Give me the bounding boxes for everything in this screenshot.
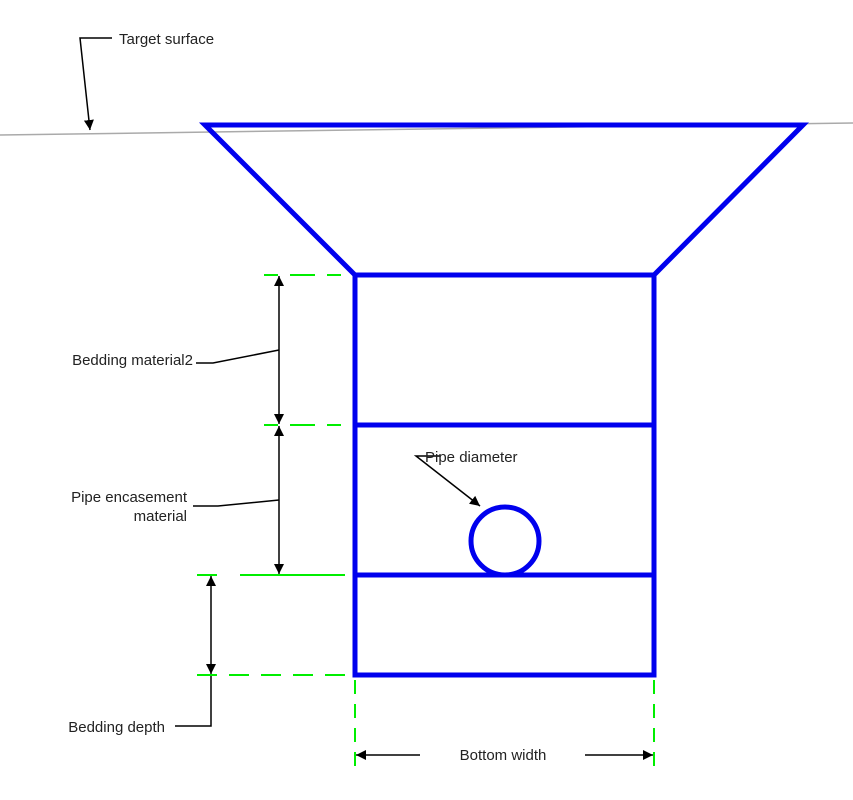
target-surface-leader (79, 37, 112, 131)
pipe-circle (468, 504, 542, 578)
label-bedding-material2: Bedding material2 (72, 352, 193, 369)
label-bedding-depth: Bedding depth (68, 719, 165, 736)
label-pipe-diameter: Pipe diameter (425, 449, 518, 466)
trench-slope (198, 122, 810, 278)
guide-lines (197, 274, 655, 772)
dimension-lines (206, 276, 653, 760)
pipe-encasement-leader (193, 499, 280, 507)
bedding-material2-leader (196, 349, 280, 364)
label-bottom-width: Bottom width (460, 747, 547, 764)
trench-outline (198, 122, 810, 678)
pipe-diameter-leader (413, 455, 481, 507)
label-pipe-encasement-2: material (134, 508, 187, 525)
bedding-depth-leader (175, 676, 212, 727)
label-target-surface: Target surface (119, 31, 214, 48)
label-pipe-encasement-1: Pipe encasement (71, 489, 188, 506)
leaders (79, 37, 481, 727)
trench-box (352, 272, 657, 678)
